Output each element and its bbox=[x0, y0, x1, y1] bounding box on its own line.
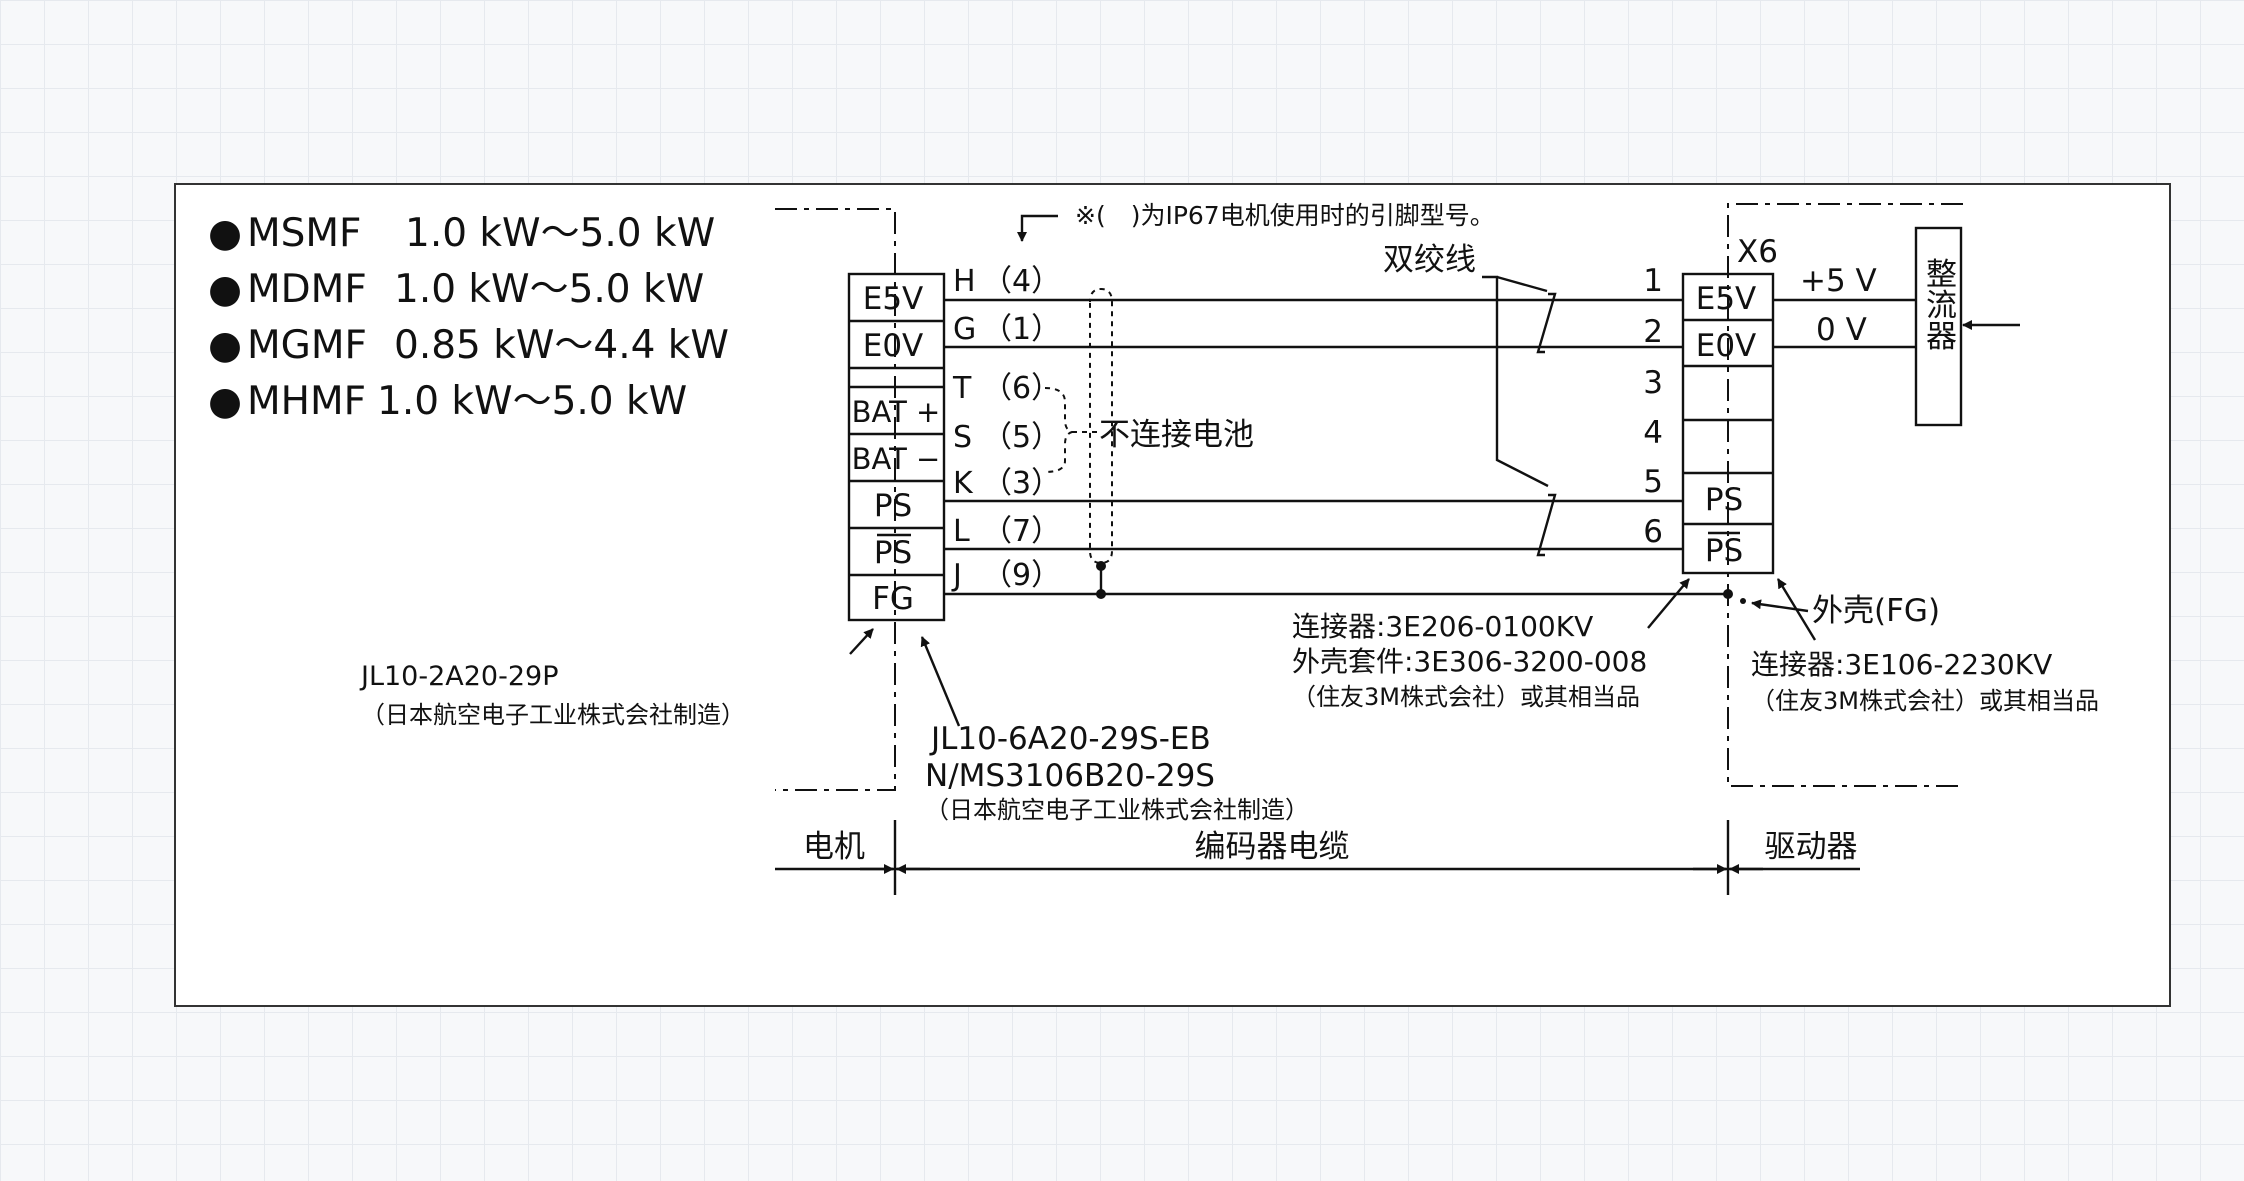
model-name: MGMF bbox=[247, 323, 367, 368]
pin-number: （9） bbox=[982, 558, 1061, 593]
pin-letter: K bbox=[953, 466, 974, 501]
motor-cell-ps-bar: PS bbox=[874, 535, 912, 571]
x6-pin-number: 3 bbox=[1643, 365, 1663, 401]
zerov-label: 0 V bbox=[1816, 312, 1867, 348]
x6-cell-e5v: E5V bbox=[1696, 281, 1757, 317]
x6-pin-number: 1 bbox=[1643, 263, 1663, 299]
x6-cell-ps: PS bbox=[1705, 482, 1743, 518]
driver-connector: X6 E5V E0V PS PS 1 2 3 4 5 6 bbox=[1643, 234, 1778, 575]
motor-cell-bat-minus: BAT − bbox=[852, 442, 941, 476]
motor-connector-maker: （日本航空电子工业株式会社制造） bbox=[361, 701, 745, 729]
model-list: ● MSMF 1.0 kW～5.0 kW ● MDMF 1.0 kW～5.0 k… bbox=[208, 211, 729, 424]
motor-connector-part: JL10-2A20-29P bbox=[359, 661, 559, 692]
motor-connector: E5V E0V BAT + BAT − PS PS FG bbox=[847, 272, 946, 622]
driver-plug-line2: 外壳套件:3E306-3200-008 bbox=[1292, 645, 1647, 678]
x6-cell-e0v: E0V bbox=[1696, 328, 1757, 364]
cable-connector-part1: JL10-6A20-29S-EB bbox=[929, 721, 1211, 757]
ip67-note: ※( )为IP67电机使用时的引脚型号。 bbox=[1017, 201, 1495, 242]
section-cable: 编码器电缆 bbox=[1195, 829, 1350, 865]
model-range: 0.85 kW～4.4 kW bbox=[394, 323, 729, 368]
power-supply: +5 V 0 V 整流器 bbox=[1773, 226, 2020, 427]
case-fg: 外壳(FG) bbox=[1647, 578, 1940, 641]
motor-cell-fg: FG bbox=[872, 581, 914, 617]
shield-junction bbox=[1096, 561, 1106, 571]
x6-pin-number: 2 bbox=[1643, 314, 1663, 350]
driver-plug-line1: 连接器:3E206-0100KV bbox=[1292, 610, 1593, 643]
rectifier-label: 整流器 bbox=[1920, 258, 1957, 351]
pin-letter: J bbox=[951, 558, 962, 593]
cable-connector-note: JL10-6A20-29S-EB N/MS3106B20-29S （日本航空电子… bbox=[920, 636, 1309, 824]
model-bullet: ● bbox=[208, 379, 242, 424]
driver-socket-note: 连接器:3E106-2230KV （住友3M株式会社）或其相当品 bbox=[1751, 648, 2099, 715]
x6-cell-ps-bar: PS bbox=[1705, 533, 1743, 569]
x6-pin-number: 5 bbox=[1643, 464, 1663, 500]
cable-connector-part2: N/MS3106B20-29S bbox=[925, 758, 1215, 794]
signal-wires bbox=[944, 292, 1728, 596]
battery-bracket: 不连接电池 bbox=[1044, 387, 1254, 473]
section-driver: 驱动器 bbox=[1765, 829, 1858, 865]
plus5v-label: +5 V bbox=[1800, 263, 1877, 299]
twisted-pair-label: 双绞线 bbox=[1383, 242, 1549, 488]
section-boundaries bbox=[775, 203, 1963, 791]
driver-socket-line2: （住友3M株式会社）或其相当品 bbox=[1751, 687, 2099, 715]
pin-number: （4） bbox=[982, 264, 1061, 299]
pin-number: （7） bbox=[982, 514, 1061, 549]
motor-cell-e0v: E0V bbox=[863, 328, 924, 364]
model-name: MHMF bbox=[247, 379, 366, 424]
fg-dot bbox=[1740, 598, 1746, 604]
pin-labels: H （4） G （1） T （6） S （5） K （3） L （7） J （9… bbox=[951, 264, 1061, 593]
shield-junction bbox=[1096, 589, 1106, 599]
pin-letter: T bbox=[952, 371, 972, 406]
driver-plug-line3: （住友3M株式会社）或其相当品 bbox=[1292, 683, 1640, 711]
model-name: MSMF bbox=[247, 211, 362, 256]
model-range: 1.0 kW～5.0 kW bbox=[405, 211, 715, 256]
model-bullet: ● bbox=[208, 211, 242, 256]
model-name: MDMF bbox=[247, 267, 367, 312]
cable-shield bbox=[1089, 287, 1113, 599]
case-fg-label: 外壳(FG) bbox=[1812, 593, 1940, 629]
pin-letter: G bbox=[953, 312, 976, 347]
motor-cell-bat-plus: BAT + bbox=[852, 395, 941, 429]
section-dimension: 电机 编码器电缆 驱动器 bbox=[775, 820, 1860, 895]
motor-cell-ps: PS bbox=[874, 488, 912, 524]
motor-cell-e5v: E5V bbox=[863, 281, 924, 317]
pin-letter: H bbox=[953, 264, 976, 299]
rectifier-box bbox=[1914, 226, 1963, 427]
model-range: 1.0 kW～5.0 kW bbox=[394, 267, 704, 312]
motor-connector-note: JL10-2A20-29P （日本航空电子工业株式会社制造） bbox=[359, 628, 874, 729]
cable-connector-maker: （日本航空电子工业株式会社制造） bbox=[925, 796, 1309, 824]
driver-socket-line1: 连接器:3E106-2230KV bbox=[1751, 648, 2052, 681]
x6-pin-number: 6 bbox=[1643, 514, 1663, 550]
twisted-pair-text: 双绞线 bbox=[1383, 242, 1476, 278]
pin-number: （1） bbox=[982, 312, 1061, 347]
pin-letter: L bbox=[953, 514, 970, 549]
battery-note: 不连接电池 bbox=[1099, 417, 1254, 453]
model-bullet: ● bbox=[208, 323, 242, 368]
model-range: 1.0 kW～5.0 kW bbox=[377, 379, 687, 424]
x6-pin-number: 4 bbox=[1643, 415, 1663, 451]
x6-label: X6 bbox=[1737, 234, 1778, 270]
pin-letter: S bbox=[953, 420, 972, 455]
section-motor: 电机 bbox=[803, 829, 865, 865]
fg-junction bbox=[1723, 589, 1733, 599]
driver-plug-note: 连接器:3E206-0100KV 外壳套件:3E306-3200-008 （住友… bbox=[1292, 610, 1647, 711]
pin-number: （5） bbox=[982, 420, 1061, 455]
ip67-note-text: ※( )为IP67电机使用时的引脚型号。 bbox=[1075, 201, 1495, 230]
model-bullet: ● bbox=[208, 267, 242, 312]
